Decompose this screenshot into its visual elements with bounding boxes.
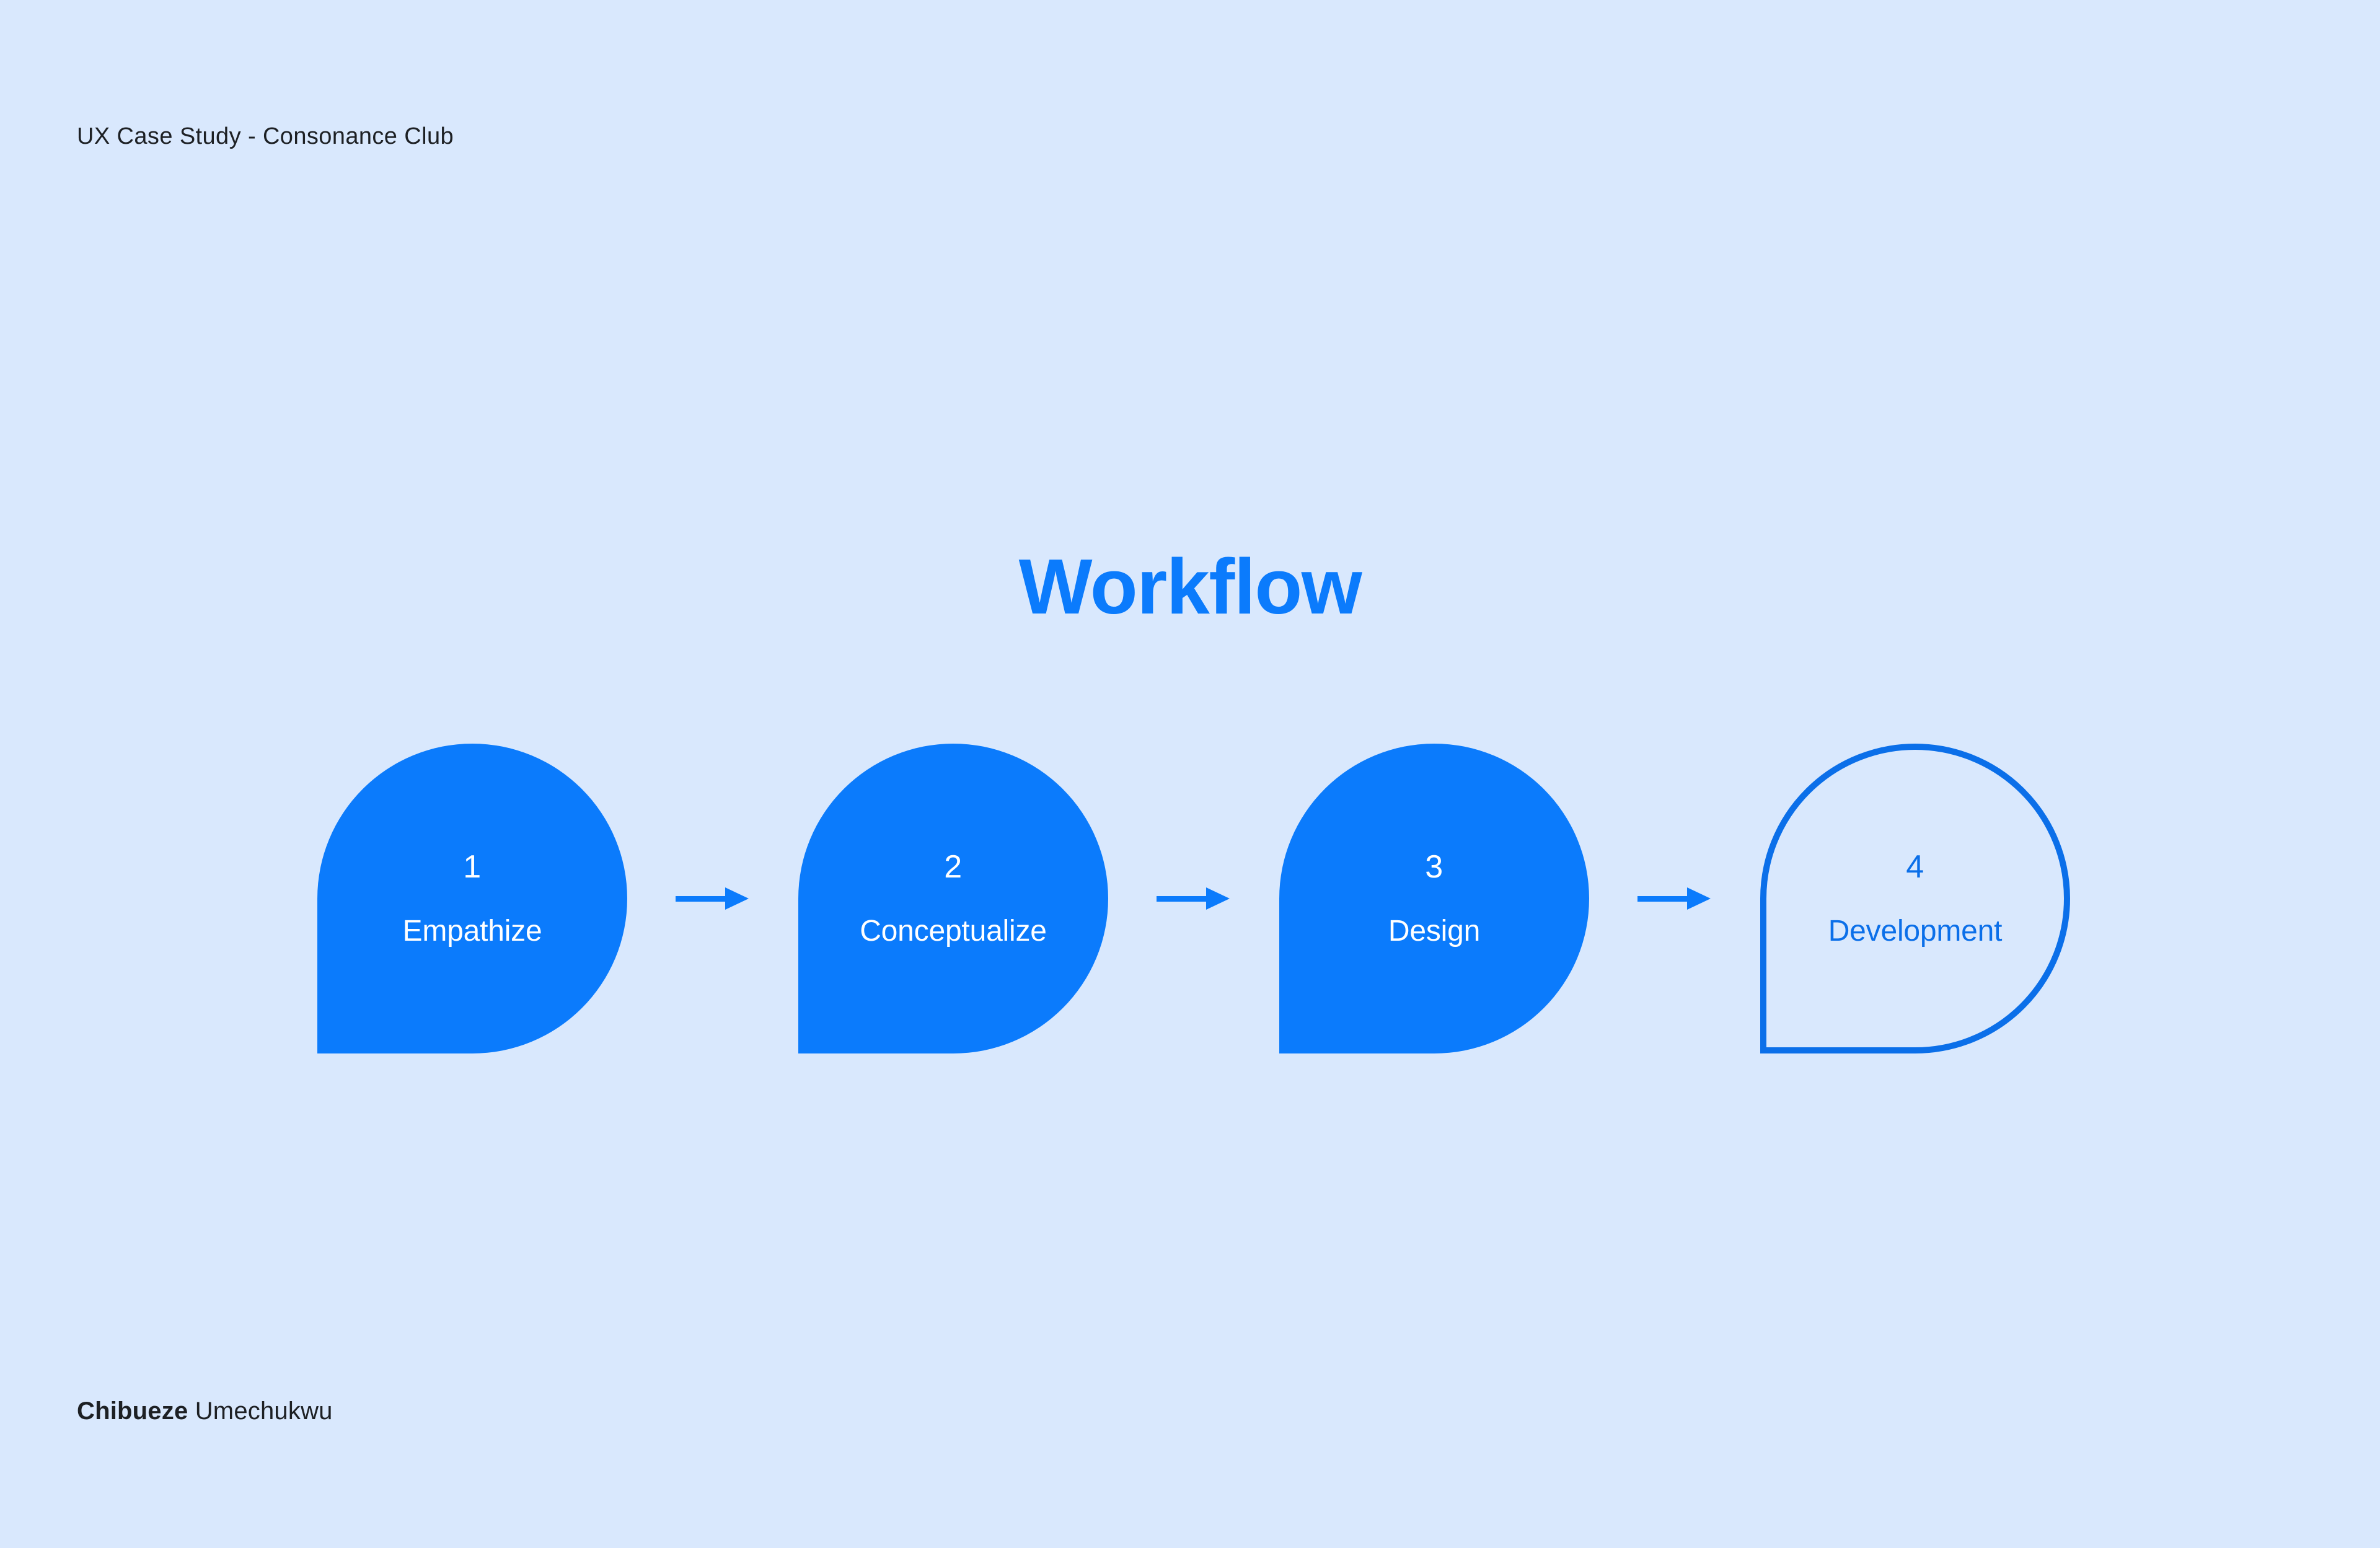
step-label: Conceptualize — [860, 915, 1047, 948]
workflow-step-conceptualize[interactable]: 2 Conceptualize — [798, 744, 1108, 1053]
page-title: Workflow — [1018, 543, 1362, 631]
arrow-right-icon — [1157, 887, 1230, 910]
arrow-2-to-3 — [1108, 880, 1279, 917]
step-number: 3 — [1425, 849, 1443, 885]
step-label: Empathize — [402, 915, 542, 948]
step-number: 4 — [1906, 849, 1924, 885]
arrow-right-icon — [1637, 887, 1711, 910]
author-first-name: Chibueze — [77, 1397, 188, 1425]
author-credit: Chibueze Umechukwu — [77, 1396, 333, 1427]
step-label: Design — [1388, 915, 1481, 948]
workflow-step-empathize[interactable]: 1 Empathize — [317, 744, 627, 1053]
author-last-name: Umechukwu — [188, 1397, 333, 1425]
step-number: 2 — [944, 849, 963, 885]
step-number: 1 — [463, 849, 482, 885]
arrow-right-icon — [676, 887, 749, 910]
slide-header: UX Case Study - Consonance Club — [77, 123, 454, 149]
arrow-3-to-4 — [1589, 880, 1760, 917]
step-label: Development — [1828, 915, 2003, 948]
arrow-1-to-2 — [627, 880, 798, 917]
workflow-step-design[interactable]: 3 Design — [1279, 744, 1589, 1053]
workflow-diagram: 1 Empathize 2 Conceptualize 3 Design — [317, 744, 2070, 1053]
workflow-step-development[interactable]: 4 Development — [1760, 744, 2070, 1053]
